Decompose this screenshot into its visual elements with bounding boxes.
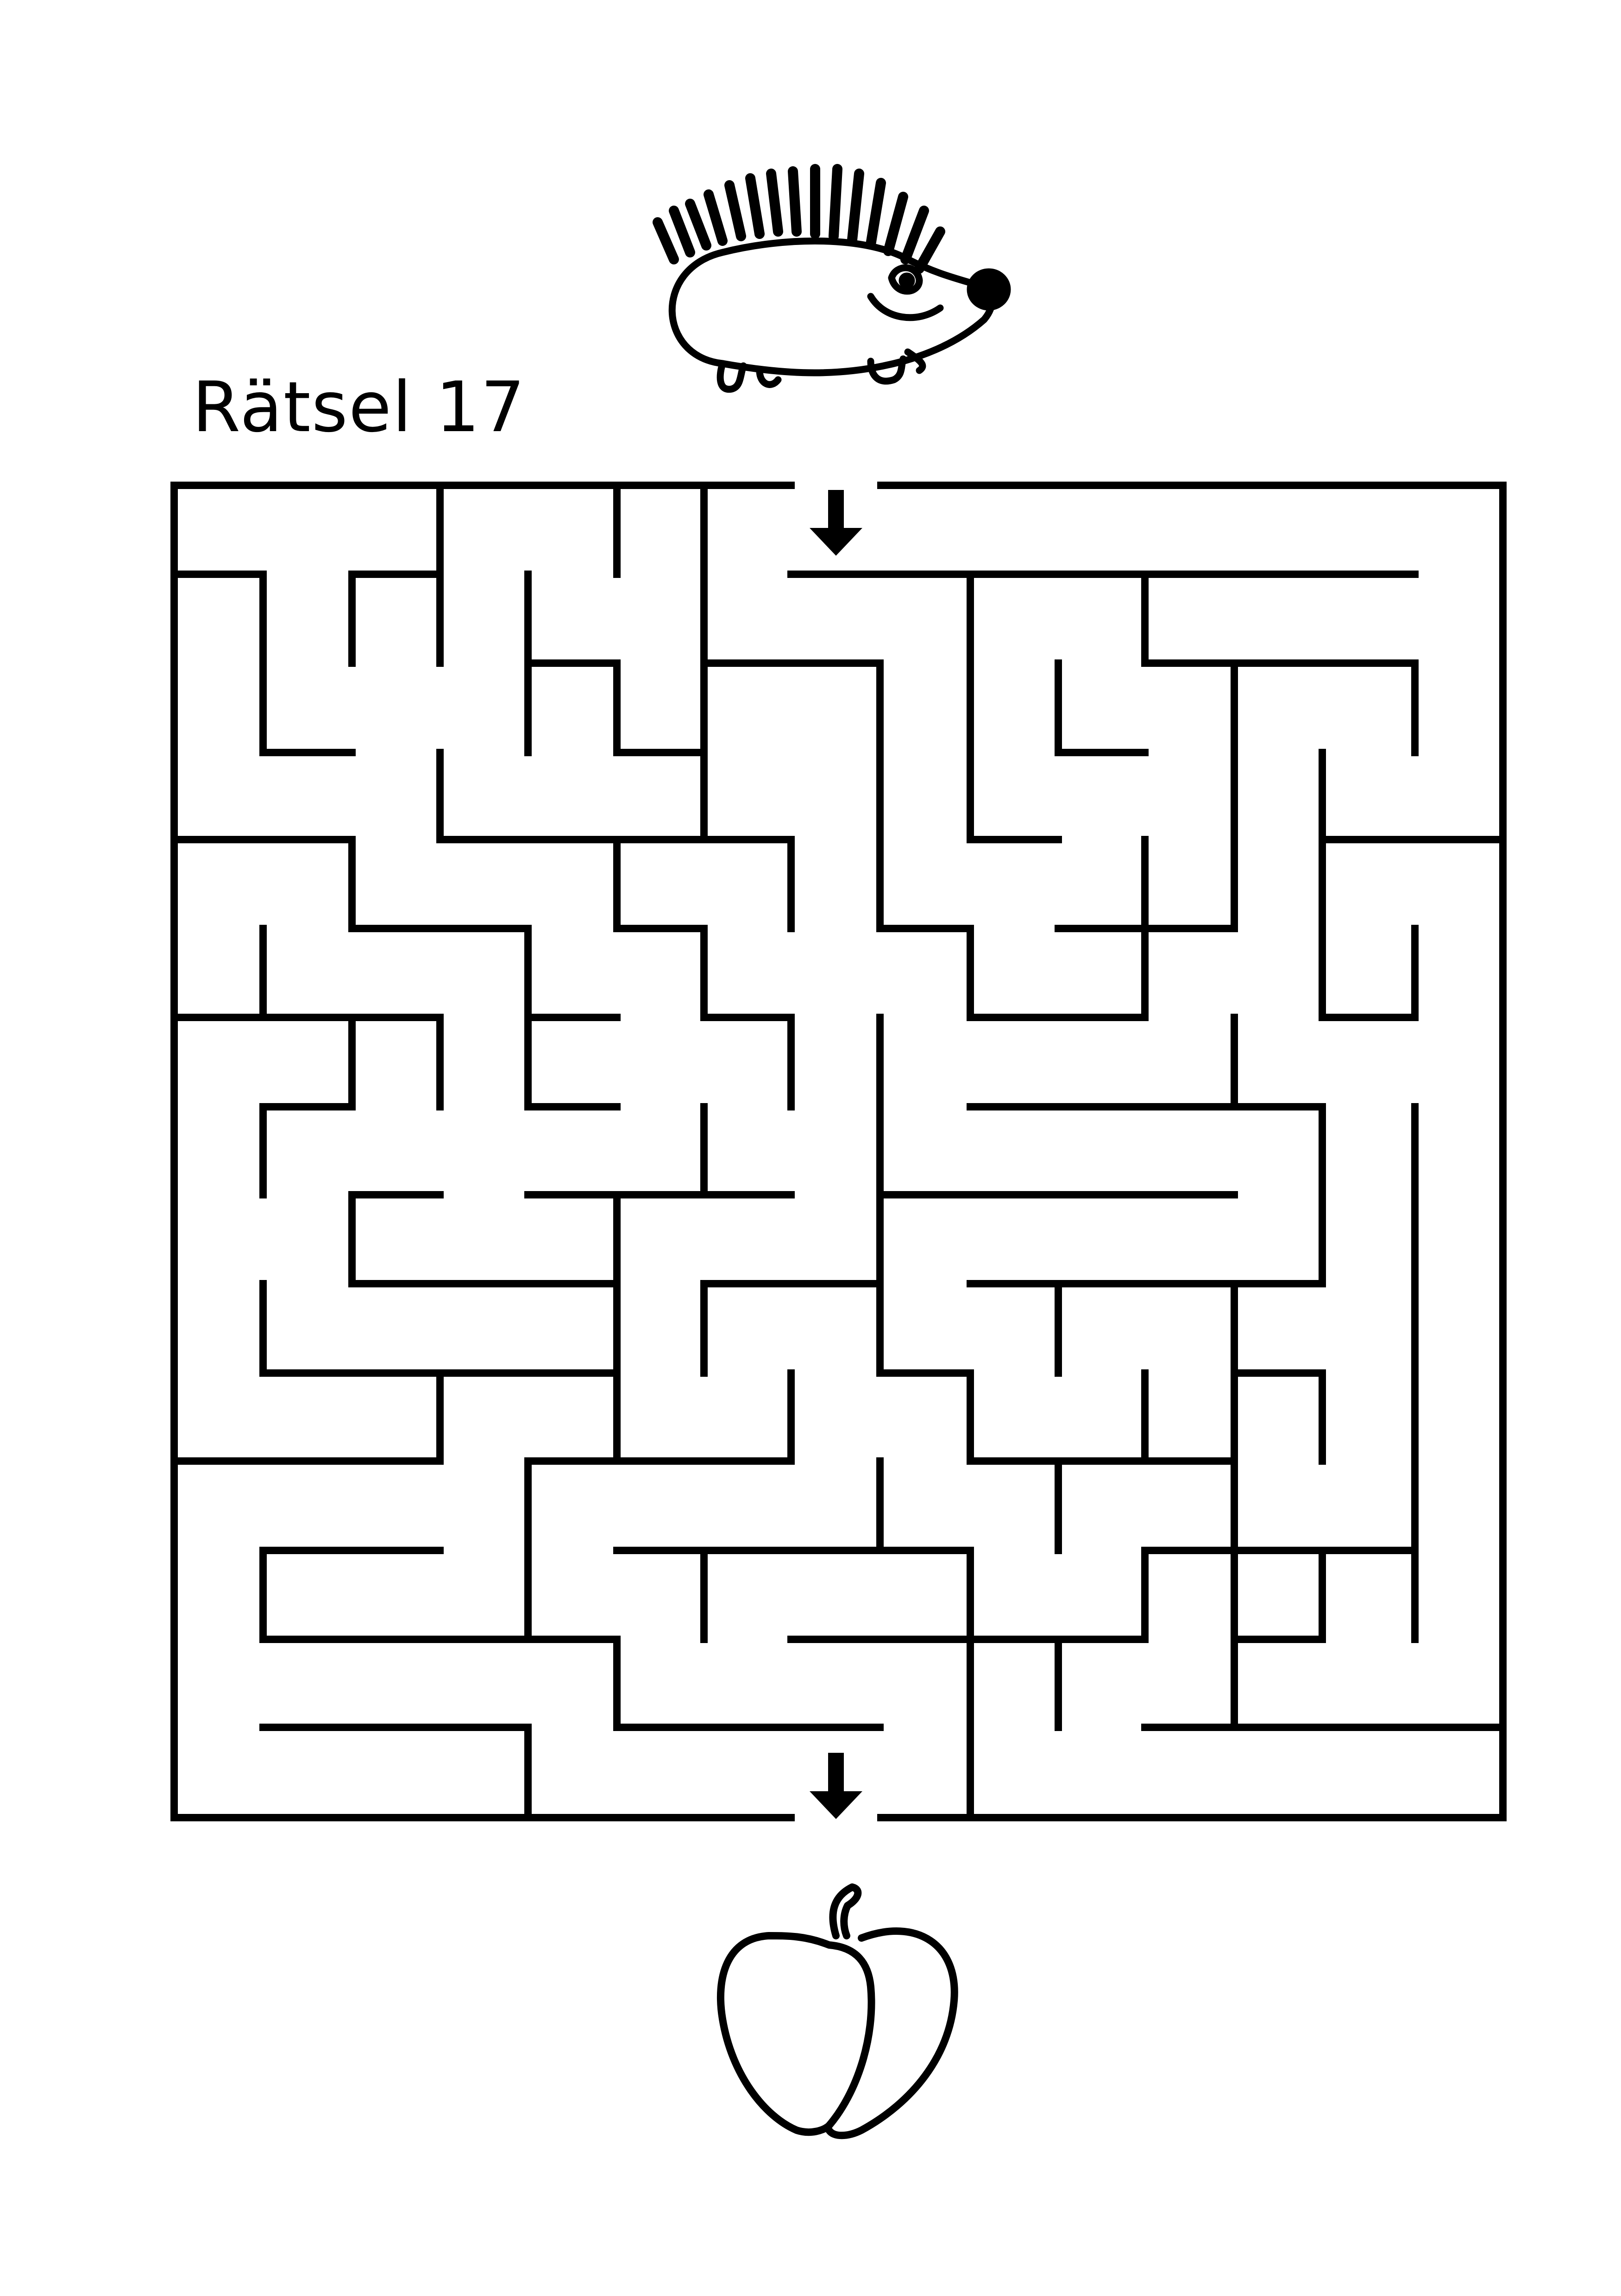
hedgehog-spines-icon: [653, 164, 945, 274]
hedgehog-body-icon: [668, 237, 996, 376]
maze-wall: [170, 482, 1507, 1821]
arrow-down-icon: [810, 1753, 862, 1819]
hedgehog-icon: [653, 164, 1011, 393]
maze-wall-outer: [170, 482, 1507, 1821]
puzzle-title: Rätsel 17: [192, 367, 526, 448]
maze-grid: [170, 482, 1507, 1821]
apple-front-half-icon: [716, 1932, 875, 2136]
apple-back-half-icon: [825, 1927, 958, 2139]
hedgehog-nose-icon: [967, 268, 1011, 311]
arrow-down-icon: [810, 490, 862, 556]
apple-icon: [716, 1883, 958, 2139]
hedgehog-eye-icon: [888, 264, 923, 295]
apple-stem-icon: [829, 1883, 862, 1939]
